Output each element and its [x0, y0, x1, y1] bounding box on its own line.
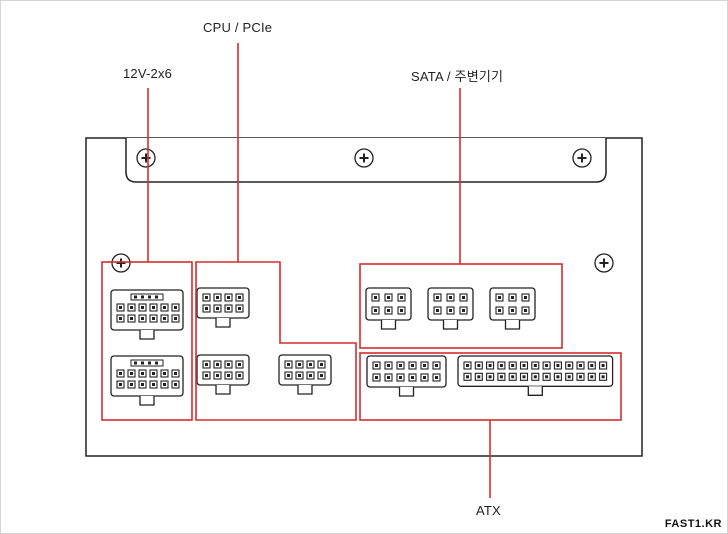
connector-cpu-pcie-1 [196, 287, 250, 328]
connector-12v-2x6-top [110, 289, 184, 340]
connector-sata-3 [489, 287, 536, 330]
connector-cpu-pcie-2 [196, 354, 250, 395]
screw-icon [136, 148, 156, 168]
label-sata-peripheral: SATA / 주변기기 [411, 69, 504, 84]
connector-cpu-pcie-3 [278, 354, 332, 395]
connectors [110, 287, 614, 406]
screw-icon [354, 148, 374, 168]
highlight-cpu-pcie [195, 261, 357, 421]
label-12v-2x6: 12V-2x6 [123, 66, 173, 81]
highlight-sata-peripheral [359, 263, 563, 349]
screw-icon [594, 253, 614, 273]
connector-atx-main [457, 355, 614, 396]
screws [111, 148, 614, 273]
connector-atx-small [366, 355, 447, 397]
label-cpu-pcie: CPU / PCIe [203, 20, 273, 35]
screw-icon [572, 148, 592, 168]
screw-icon [111, 253, 131, 273]
connector-sata-2 [427, 287, 474, 330]
connector-12v-2x6-bottom [110, 355, 184, 406]
connector-sata-1 [365, 287, 412, 330]
label-atx: ATX [476, 503, 501, 518]
watermark: FAST1.KR [664, 518, 722, 530]
highlight-12v-2x6 [101, 261, 193, 421]
